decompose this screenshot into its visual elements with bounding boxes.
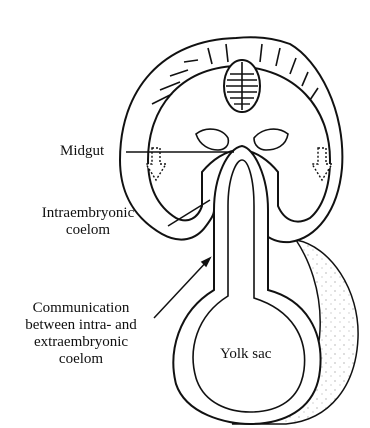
label-line: between intra- and <box>2 317 160 334</box>
label-midgut: Midgut <box>60 143 104 160</box>
label-line: coelom <box>18 222 158 239</box>
neural-tube <box>224 60 260 112</box>
label-line: extraembryonic <box>2 334 160 351</box>
label-yolk-sac: Yolk sac <box>220 346 271 363</box>
label-intraembryonic-coelom: Intraembryonic coelom <box>18 205 158 239</box>
label-communication: Communication between intra- and extraem… <box>2 300 160 368</box>
label-line: Communication <box>2 300 160 317</box>
label-line: Intraembryonic <box>18 205 158 222</box>
label-line: coelom <box>2 351 160 368</box>
